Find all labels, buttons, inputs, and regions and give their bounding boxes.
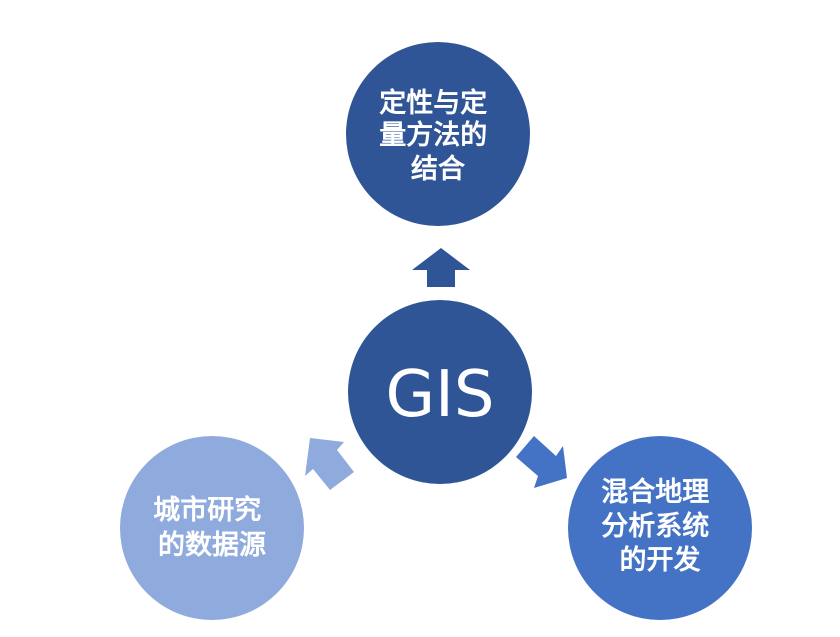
arrow-up	[412, 248, 470, 287]
node-right-line-2: 分析系统	[601, 510, 709, 542]
node-top-line-2: 量方法的	[379, 119, 487, 151]
node-top-circle	[346, 42, 530, 226]
node-left-line-1: 城市研究	[153, 494, 261, 526]
node-left-circle	[120, 436, 304, 620]
node-left-label: 城市研究 的数据源	[153, 494, 270, 561]
node-right-circle	[568, 436, 752, 620]
center-circle	[348, 300, 532, 484]
node-right-line-1: 混合地理	[601, 476, 709, 508]
node-top-line-1: 定性与定	[379, 87, 487, 119]
node-left-line-2: 的数据源	[158, 529, 266, 561]
node-right-label: 混合地理 分析系统 的开发	[601, 476, 718, 576]
arrow-down-right	[516, 436, 567, 488]
arrow-down-left	[305, 438, 354, 490]
node-top-label: 定性与定 量方法的 结合	[379, 87, 496, 185]
node-top-line-3: 结合	[411, 153, 465, 185]
node-right-line-3: 的开发	[620, 544, 701, 576]
center-label: GIS	[385, 358, 494, 432]
